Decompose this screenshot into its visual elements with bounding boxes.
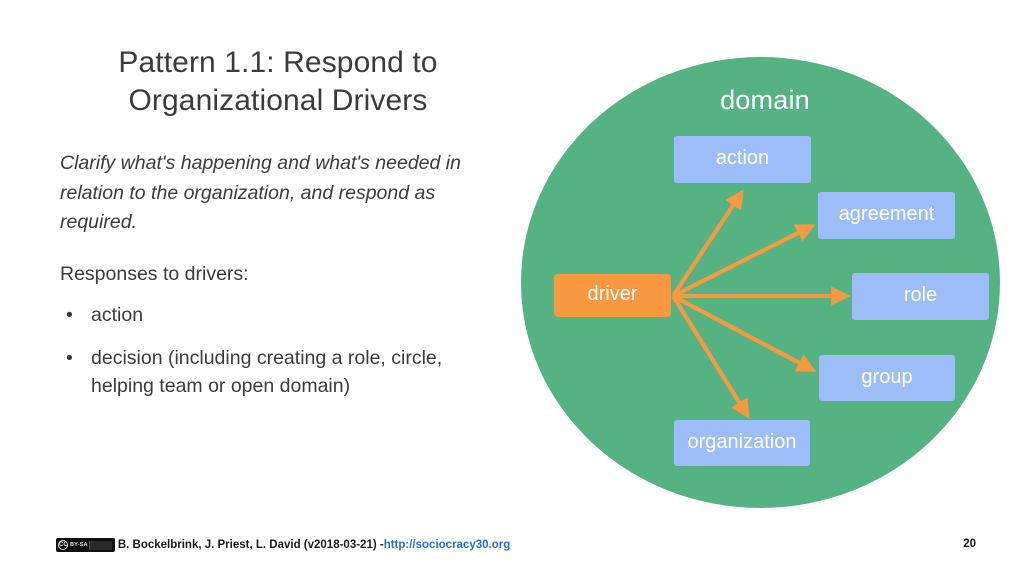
cc-terms-label: BY-SA	[70, 542, 88, 548]
slide-footer: CC BY-SA B. Bockelbrink, J. Priest, L. D…	[0, 528, 1024, 576]
cc-badge-tail	[88, 540, 112, 550]
bullet-point-icon: •	[66, 304, 73, 327]
sociocracy30-link[interactable]: http://sociocracy30.org	[383, 539, 511, 551]
page-title-line-2: Organizational Drivers	[128, 83, 428, 117]
left-content-column: Pattern 1.1: Respond to Organizational D…	[48, 44, 508, 415]
page-title: Pattern 1.1: Respond to Organizational D…	[48, 44, 508, 119]
node-action[interactable]: action	[674, 136, 811, 183]
responses-label: Responses to drivers:	[60, 262, 249, 285]
arrow-driver-to-group	[672, 294, 817, 372]
node-driver[interactable]: driver	[554, 274, 671, 317]
domain-label: domain	[720, 85, 810, 115]
responses-bullet-list: • action • decision (including creating …	[48, 302, 508, 400]
arrow-driver-to-action	[671, 189, 744, 298]
arrow-driver-to-organization	[671, 294, 750, 419]
node-group[interactable]: group	[819, 355, 955, 401]
bullet-point-icon: •	[66, 346, 73, 369]
arrow-layer	[671, 189, 851, 419]
node-agreement[interactable]: agreement	[818, 192, 955, 239]
arrow-driver-to-agreement	[672, 224, 816, 298]
node-role[interactable]: role	[852, 273, 989, 320]
intro-paragraph: Clarify what's happening and what's need…	[60, 152, 461, 234]
list-item-label: decision (including creating a role, cir…	[91, 346, 443, 397]
cc-circle-icon: CC	[58, 540, 68, 550]
list-item: • decision (including creating a role, c…	[60, 345, 508, 400]
footer-attribution: CC BY-SA B. Bockelbrink, J. Priest, L. D…	[56, 538, 510, 552]
page-title-line-1: Pattern 1.1: Respond to	[118, 46, 438, 79]
list-item: • action	[60, 302, 508, 330]
driver-response-diagram: domain driver action agreement role grou…	[510, 40, 1020, 525]
list-item-label: action	[91, 304, 144, 327]
attribution-text: B. Bockelbrink, J. Priest, L. David (v20…	[117, 539, 384, 551]
creative-commons-badge-icon: CC BY-SA	[56, 538, 115, 552]
page-number: 20	[963, 538, 976, 550]
node-organization[interactable]: organization	[674, 420, 810, 466]
